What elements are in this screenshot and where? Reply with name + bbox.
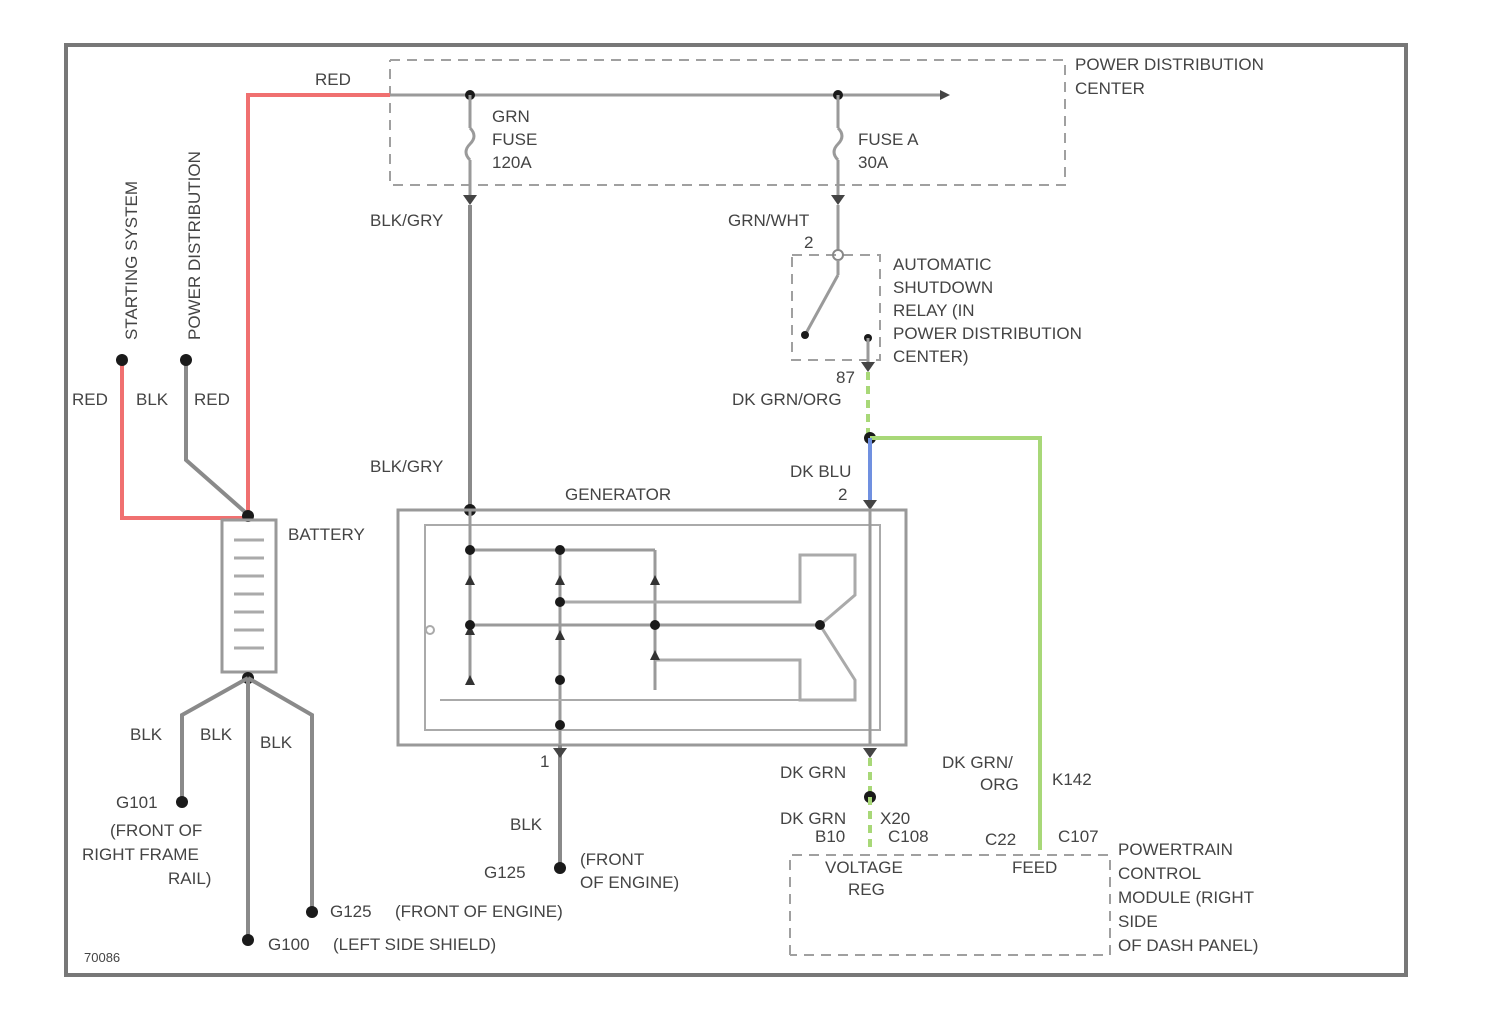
grn-fuse-120a (463, 90, 477, 205)
label-diagram-id: 70086 (84, 950, 120, 965)
label-pin-87: 87 (836, 368, 855, 387)
label-g100-desc: (LEFT SIDE SHIELD) (333, 935, 496, 954)
label-pcm-5: OF DASH PANEL) (1118, 936, 1258, 955)
label-g125-a: G125 (330, 902, 372, 921)
blk-power-dist-wire (186, 360, 245, 512)
label-fuse-a-1: FUSE A (858, 130, 919, 149)
label-blk-3: BLK (260, 733, 293, 752)
label-c108: C108 (888, 827, 929, 846)
label-pcm-2: CONTROL (1118, 864, 1201, 883)
label-pcm-4: SIDE (1118, 912, 1158, 931)
label-b10: B10 (815, 827, 845, 846)
label-pcm-feed: FEED (1012, 858, 1057, 877)
label-gen-pin-1: 1 (540, 752, 549, 771)
label-dk-grn-1: DK GRN (780, 763, 846, 782)
label-blk-1: BLK (130, 725, 163, 744)
label-dk-grn-org-2b: ORG (980, 775, 1019, 794)
label-battery: BATTERY (288, 525, 365, 544)
generator (398, 510, 906, 750)
fuse-a-30a (831, 90, 845, 205)
label-pdc-2: CENTER (1075, 79, 1145, 98)
label-grn-fuse-3: 120A (492, 153, 532, 172)
label-dk-grn-org: DK GRN/ORG (732, 390, 842, 409)
label-blk-gry-2: BLK/GRY (370, 457, 443, 476)
battery (222, 520, 276, 672)
label-blk-left: BLK (136, 390, 169, 409)
label-blk-gry-1: BLK/GRY (370, 211, 443, 230)
label-relay-1: AUTOMATIC (893, 255, 992, 274)
label-k142: K142 (1052, 770, 1092, 789)
label-blk-2: BLK (200, 725, 233, 744)
battery-ground-wires (176, 672, 318, 946)
label-starting-system: STARTING SYSTEM (122, 181, 141, 340)
label-red-right: RED (194, 390, 230, 409)
label-generator: GENERATOR (565, 485, 671, 504)
label-gen-pin-2: 2 (838, 485, 847, 504)
label-x20: X20 (880, 809, 910, 828)
label-pdc-1: POWER DISTRIBUTION (1075, 55, 1264, 74)
label-grn-fuse-2: FUSE (492, 130, 537, 149)
label-g101-desc-1: (FRONT OF (110, 821, 202, 840)
label-voltage-reg-1: VOLTAGE (825, 858, 903, 877)
label-g100: G100 (268, 935, 310, 954)
label-voltage-reg-2: REG (848, 880, 885, 899)
label-pcm-1: POWERTRAIN (1118, 840, 1233, 859)
label-c107: C107 (1058, 827, 1099, 846)
label-g125-a-desc: (FRONT OF ENGINE) (395, 902, 563, 921)
label-pin-30: 2 (804, 233, 813, 252)
label-g101-desc-2: RIGHT FRAME (82, 845, 199, 864)
label-grn-fuse-1: GRN (492, 107, 530, 126)
label-fuse-a-2: 30A (858, 153, 889, 172)
label-c22: C22 (985, 830, 1016, 849)
label-grn-wht: GRN/WHT (728, 211, 809, 230)
red-battery-feed-wire (248, 95, 390, 515)
label-g125-b-desc-2: OF ENGINE) (580, 873, 679, 892)
label-g125-b: G125 (484, 863, 526, 882)
label-relay-2: SHUTDOWN (893, 278, 993, 297)
asd-relay (792, 250, 880, 372)
label-power-distribution: POWER DISTRIBUTION (185, 151, 204, 340)
label-red-top: RED (315, 70, 351, 89)
label-relay-5: CENTER) (893, 347, 969, 366)
label-relay-4: POWER DISTRIBUTION (893, 324, 1082, 343)
label-relay-3: RELAY (IN (893, 301, 975, 320)
label-g125-b-desc-1: (FRONT (580, 850, 644, 869)
label-g101-desc-3: RAIL) (168, 869, 211, 888)
label-dk-grn-org-2a: DK GRN/ (942, 753, 1013, 772)
label-pcm-3: MODULE (RIGHT (1118, 888, 1254, 907)
label-dk-blu: DK BLU (790, 462, 851, 481)
label-dk-grn-2: DK GRN (780, 809, 846, 828)
label-g101: G101 (116, 793, 158, 812)
label-red-left: RED (72, 390, 108, 409)
label-blk-gen: BLK (510, 815, 543, 834)
